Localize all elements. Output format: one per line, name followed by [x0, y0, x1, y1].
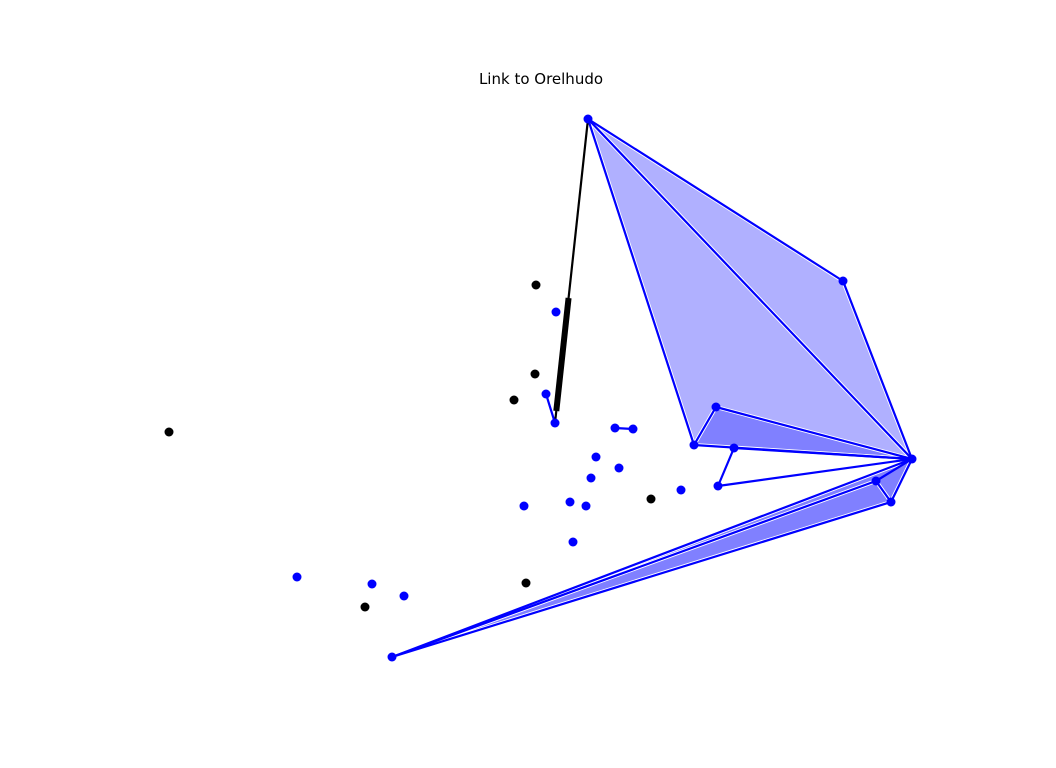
node-k2 — [530, 369, 540, 379]
node-hub — [907, 454, 917, 464]
node-b3 — [550, 418, 560, 428]
link-top-hub — [586, 117, 914, 461]
node-b4 — [610, 423, 620, 433]
node-k4 — [164, 427, 174, 437]
node-tri-top — [711, 402, 721, 412]
thick-segment — [553, 297, 572, 412]
node-b12 — [519, 501, 529, 511]
node-hub-b — [886, 497, 896, 507]
node-b13 — [568, 537, 578, 547]
node-right-upper — [838, 276, 848, 286]
black-link-layer — [553, 118, 590, 424]
node-b8 — [586, 473, 596, 483]
node-b15 — [367, 579, 377, 589]
link-b2-b3 — [544, 392, 557, 425]
node-k7 — [360, 602, 370, 612]
node-b2 — [541, 389, 551, 399]
link-left-mid-tri-top — [692, 405, 718, 447]
node-tri-low — [713, 481, 723, 491]
link-tri-mid-tri-low — [716, 446, 736, 488]
link-hub-a-bottom-left — [390, 479, 878, 659]
link-top-right-upper — [586, 117, 845, 283]
node-k3 — [509, 395, 519, 405]
node-bottom-left — [387, 652, 397, 662]
node-b6 — [591, 452, 601, 462]
link-hub-bottom-left — [390, 457, 914, 659]
link-hub-b-bottom-left — [390, 500, 893, 659]
node-b14 — [292, 572, 302, 582]
node-k5 — [646, 494, 656, 504]
node-tri-mid — [729, 443, 739, 453]
node-b11 — [581, 501, 591, 511]
node-top — [583, 114, 593, 124]
link-tri-mid-hub — [732, 446, 914, 461]
node-b1 — [551, 307, 561, 317]
node-k1 — [531, 280, 541, 290]
nodes-layer — [164, 114, 917, 662]
link-hub-hub-b — [889, 457, 914, 504]
link-tri-low-hub — [716, 457, 914, 488]
figure-title: Link to Orelhudo — [479, 70, 603, 88]
link-top-left-mid — [586, 117, 696, 447]
node-b7 — [614, 463, 624, 473]
links-layer — [390, 117, 914, 659]
node-b5 — [628, 424, 638, 434]
node-b9 — [676, 485, 686, 495]
link-tri-top-hub — [714, 405, 914, 461]
node-left-mid — [689, 440, 699, 450]
link-right-upper-hub — [841, 279, 914, 461]
node-b16 — [399, 591, 409, 601]
node-k6 — [521, 578, 531, 588]
node-hub-a — [871, 476, 881, 486]
node-b10 — [565, 497, 575, 507]
link-hub-hub-a — [874, 457, 914, 483]
